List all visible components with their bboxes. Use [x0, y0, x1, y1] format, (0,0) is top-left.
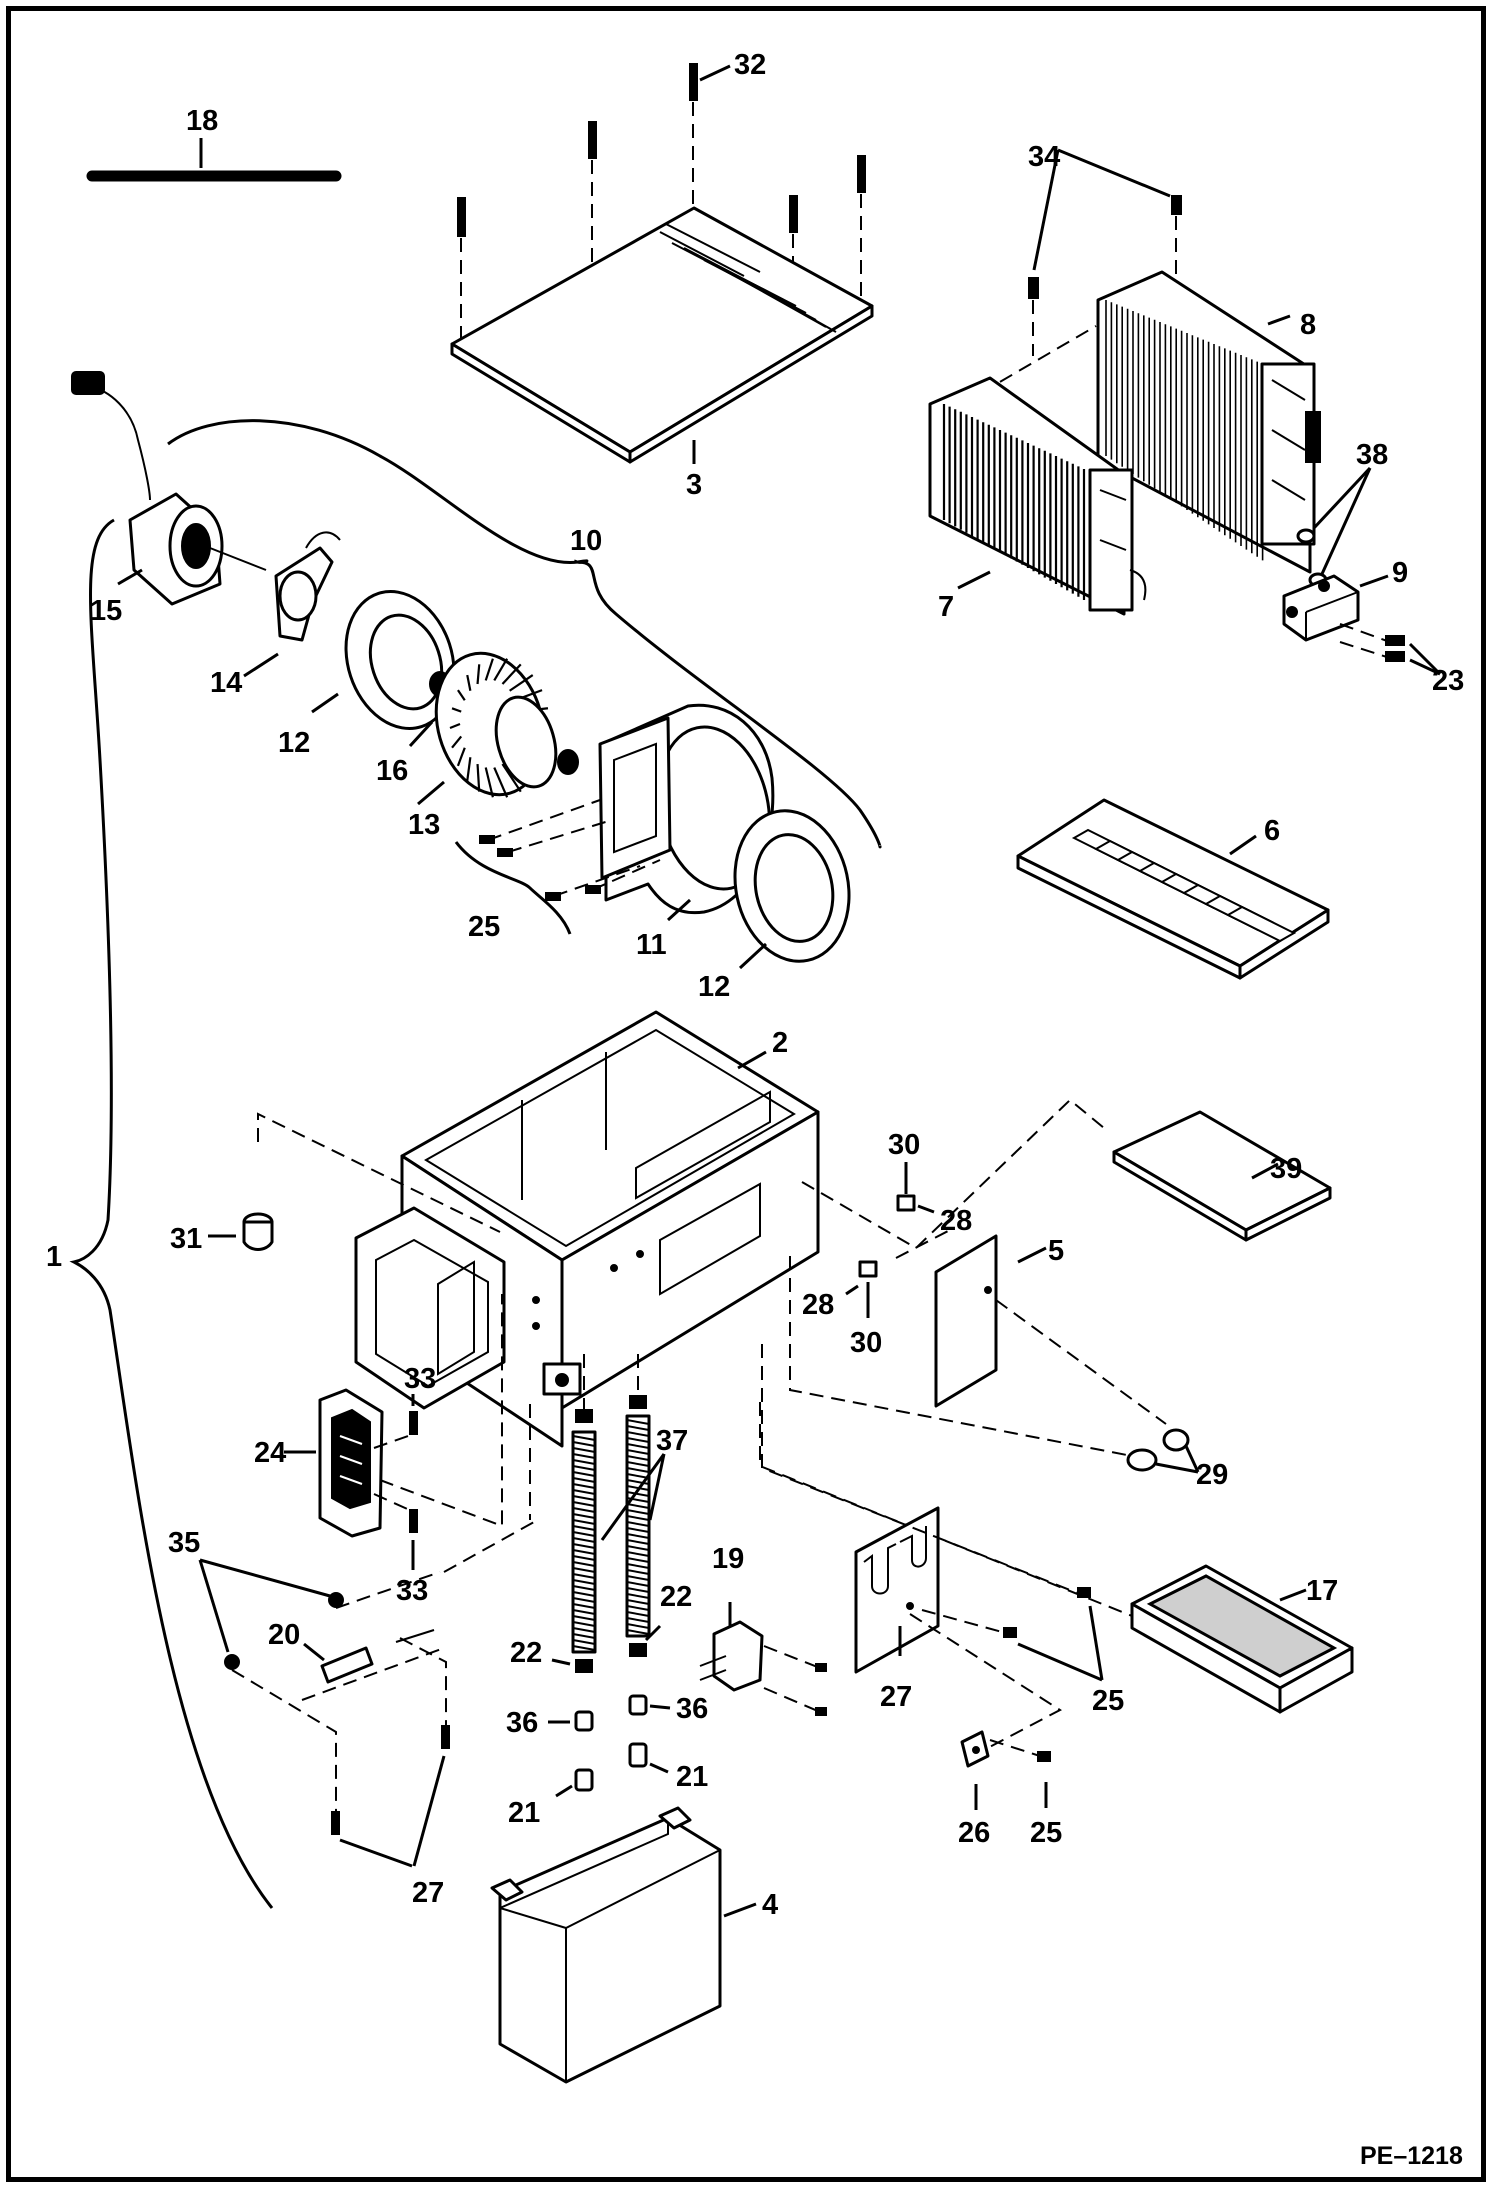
callout-14: 14 — [210, 667, 242, 699]
callout-12b: 12 — [698, 971, 730, 1003]
part-29-fasteners — [789, 1256, 1200, 1474]
callout-37: 37 — [656, 1425, 688, 1457]
callout-27b: 27 — [880, 1681, 912, 1713]
part-25-screws-bracket — [909, 1587, 1104, 1753]
callout-33a: 33 — [404, 1363, 436, 1395]
part-15-blower-motor — [71, 371, 267, 606]
part-39-filter-pad — [1112, 1110, 1332, 1242]
callout-labels: 18 32 3 34 8 38 9 23 7 10 15 14 12 16 13… — [46, 49, 1464, 1921]
callout-23: 23 — [1432, 665, 1464, 697]
callout-13: 13 — [408, 809, 440, 841]
callout-24: 24 — [254, 1437, 286, 1469]
callout-6: 6 — [1264, 815, 1280, 847]
part-30-28-nuts — [801, 1098, 1105, 1318]
callout-20: 20 — [268, 1619, 300, 1651]
part-4-cover — [490, 1806, 757, 2084]
callout-30b: 30 — [850, 1327, 882, 1359]
part-3-top-cover — [450, 206, 874, 464]
part-14-motor-bracket — [243, 531, 341, 678]
callout-35: 35 — [168, 1527, 200, 1559]
callout-29: 29 — [1196, 1459, 1228, 1491]
callout-34: 34 — [1028, 141, 1060, 173]
callout-32: 32 — [734, 49, 766, 81]
part-11-blower-housing — [598, 703, 775, 922]
callout-3: 3 — [686, 469, 702, 501]
part-20-resistor — [231, 1629, 447, 1812]
part-31-plug — [208, 1112, 501, 1251]
part-6-grille — [1016, 798, 1330, 980]
part-13-blower-wheel — [417, 651, 579, 806]
callout-19: 19 — [712, 1543, 744, 1575]
callout-9: 9 — [1392, 557, 1408, 589]
callout-7: 7 — [938, 591, 954, 623]
callout-28b: 28 — [802, 1289, 834, 1321]
part-18-strip — [86, 138, 342, 182]
part-12-gasket-lower — [733, 809, 851, 970]
callout-15: 15 — [90, 595, 122, 627]
callout-16: 16 — [376, 755, 408, 787]
part-27-screws-left — [331, 1725, 450, 1868]
part-25-screws-housing — [454, 799, 661, 935]
callout-8: 8 — [1300, 309, 1316, 341]
callout-30a: 30 — [888, 1129, 920, 1161]
callout-33b: 33 — [396, 1575, 428, 1607]
part-22-clips — [551, 1624, 662, 1673]
part-36-bushings — [548, 1694, 671, 1732]
callout-25b: 25 — [1092, 1685, 1124, 1717]
callout-36a: 36 — [506, 1707, 538, 1739]
part-33-screws — [373, 1294, 503, 1570]
part-35-screws — [198, 1404, 535, 1670]
part-24-vent — [284, 1388, 384, 1538]
callout-25a: 25 — [468, 911, 500, 943]
part-37-springs — [571, 1354, 666, 1654]
callout-31: 31 — [170, 1223, 202, 1255]
callout-27a: 27 — [412, 1877, 444, 1909]
part-2-housing-box — [354, 1010, 820, 1448]
callout-10: 10 — [570, 525, 602, 557]
callout-11: 11 — [636, 929, 667, 961]
part-27-bracket-right — [761, 1344, 1081, 1674]
part-12-gasket-upper — [311, 590, 456, 730]
callout-5: 5 — [1048, 1235, 1064, 1267]
callout-22a: 22 — [510, 1637, 542, 1669]
callout-1: 1 — [46, 1241, 62, 1273]
callout-38: 38 — [1356, 439, 1388, 471]
callout-22b: 22 — [660, 1581, 692, 1613]
callout-18: 18 — [186, 105, 218, 137]
part-21-pins — [555, 1742, 669, 1798]
callout-17: 17 — [1306, 1575, 1338, 1607]
callout-4: 4 — [762, 1889, 778, 1921]
part-1-brace — [69, 518, 274, 1909]
part-23-screws — [1339, 623, 1442, 676]
callout-36b: 36 — [676, 1693, 708, 1725]
callout-28a: 28 — [940, 1205, 972, 1237]
part-7-heater-core — [928, 325, 1147, 616]
callout-26: 26 — [958, 1817, 990, 1849]
part-26-clip — [960, 1730, 1051, 1810]
figure-code: PE–1218 — [1360, 2142, 1463, 2170]
callout-39: 39 — [1270, 1153, 1302, 1185]
callout-2: 2 — [772, 1027, 788, 1059]
part-5-plate — [934, 1234, 1167, 1425]
part-9-expansion-valve — [1282, 574, 1389, 642]
callout-25c: 25 — [1030, 1817, 1062, 1849]
callout-21a: 21 — [508, 1797, 540, 1829]
part-34-clips — [1028, 148, 1182, 356]
callout-21b: 21 — [676, 1761, 708, 1793]
callout-12a: 12 — [278, 727, 310, 759]
part-10-group-bracket — [167, 419, 882, 849]
part-17-filter — [759, 1402, 1354, 1714]
part-19-switch — [699, 1602, 827, 1716]
part-8-evaporator-coil — [1096, 270, 1321, 574]
